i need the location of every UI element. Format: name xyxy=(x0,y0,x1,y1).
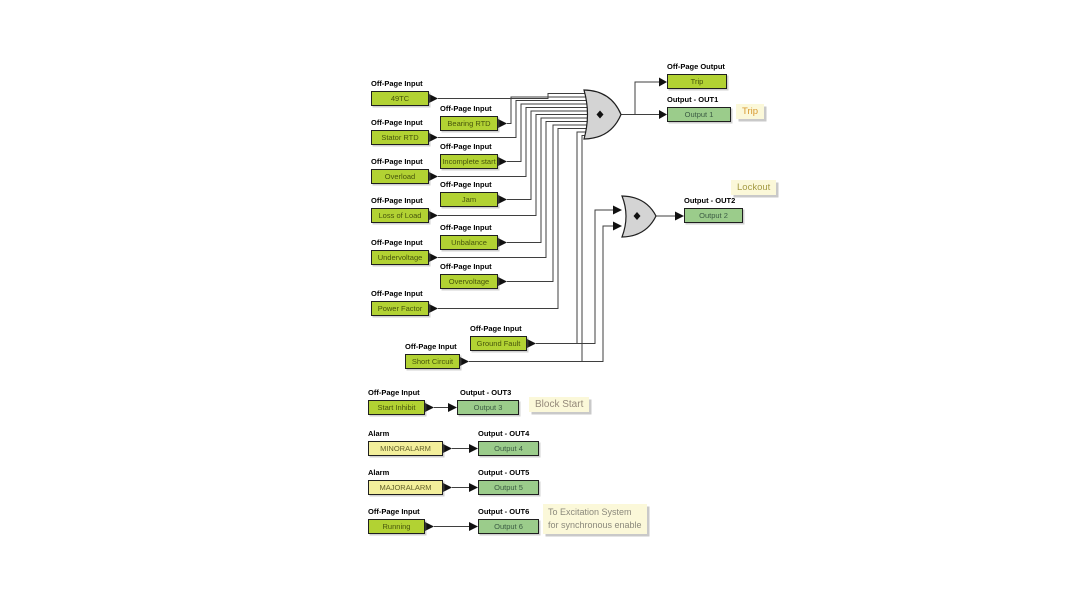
offpage-input-overload-label: Off-Page Input xyxy=(371,157,423,166)
note-excitation-line2: for synchronous enable xyxy=(548,520,642,530)
alarm-majoralarm: Alarm MAJORALARM xyxy=(368,468,443,495)
or-gate-lockout-dot xyxy=(633,212,641,220)
output-out4-block[interactable]: Output 4 xyxy=(478,441,539,456)
offpage-input-jam-label: Off-Page Input xyxy=(440,180,492,189)
offpage-input-bearing-rtd-label: Off-Page Input xyxy=(440,104,492,113)
offpage-input-loss-of-load-label: Off-Page Input xyxy=(371,196,423,205)
offpage-input-start-inhibit-block[interactable]: Start Inhibit xyxy=(368,400,425,415)
offpage-input-running-label: Off-Page Input xyxy=(368,507,420,516)
or-gate-trip-dot xyxy=(596,110,604,119)
wires-direct-rows xyxy=(434,407,469,527)
offpage-input-overload: Off-Page Input Overload xyxy=(371,157,429,184)
output-out2: Output - OUT2 Output 2 xyxy=(684,196,743,223)
offpage-output-trip-label: Off-Page Output xyxy=(667,62,725,71)
output-out1-block[interactable]: Output 1 xyxy=(667,107,731,122)
note-block-start[interactable]: Block Start xyxy=(529,397,590,412)
wire-shortcircuit-to-lockout xyxy=(582,225,613,362)
output-out5-label: Output - OUT5 xyxy=(478,468,530,477)
offpage-output-trip: Off-Page Output Trip xyxy=(667,62,727,89)
offpage-input-undervoltage-block[interactable]: Undervoltage xyxy=(371,250,429,265)
offpage-input-incomplete-start-label: Off-Page Input xyxy=(440,142,492,151)
offpage-input-ground-fault-block[interactable]: Ground Fault xyxy=(470,336,527,351)
offpage-input-short-circuit-block[interactable]: Short Circuit xyxy=(405,354,460,369)
wire-trip-gate-output xyxy=(620,81,659,115)
offpage-input-ground-fault-label: Off-Page Input xyxy=(470,324,522,333)
offpage-input-power-factor-label: Off-Page Input xyxy=(371,289,423,298)
offpage-input-bearing-rtd-block[interactable]: Bearing RTD xyxy=(440,116,498,131)
offpage-input-running: Off-Page Input Running xyxy=(368,507,425,534)
output-out3-label: Output - OUT3 xyxy=(460,388,512,397)
offpage-input-running-block[interactable]: Running xyxy=(368,519,425,534)
offpage-input-stator-rtd-label: Off-Page Input xyxy=(371,118,423,127)
output-out6-block[interactable]: Output 6 xyxy=(478,519,539,534)
output-out5-block[interactable]: Output 5 xyxy=(478,480,539,495)
wire-groundfault-to-lockout xyxy=(577,209,613,344)
offpage-input-unbalance-block[interactable]: Unbalance xyxy=(440,235,498,250)
offpage-input-start-inhibit-label: Off-Page Input xyxy=(368,388,420,397)
offpage-input-incomplete-start: Off-Page Input Incomplete start xyxy=(440,142,498,169)
offpage-input-stator-rtd: Off-Page Input Stator RTD xyxy=(371,118,429,145)
offpage-input-incomplete-start-block[interactable]: Incomplete start xyxy=(440,154,498,169)
offpage-input-49tc: Off-Page Input 49TC xyxy=(371,79,429,106)
offpage-input-jam: Off-Page Input Jam xyxy=(440,180,498,207)
wires-trip-gate-inputs xyxy=(438,93,589,362)
offpage-input-short-circuit-label: Off-Page Input xyxy=(405,342,457,351)
offpage-input-power-factor: Off-Page Input Power Factor xyxy=(371,289,429,316)
offpage-input-unbalance: Off-Page Input Unbalance xyxy=(440,223,498,250)
offpage-input-overvoltage-block[interactable]: Overvoltage xyxy=(440,274,498,289)
offpage-output-trip-block[interactable]: Trip xyxy=(667,74,727,89)
offpage-input-short-circuit: Off-Page Input Short Circuit xyxy=(405,342,460,369)
alarm-minoralarm-label: Alarm xyxy=(368,429,390,438)
output-out6-label: Output - OUT6 xyxy=(478,507,530,516)
output-out2-block[interactable]: Output 2 xyxy=(684,208,743,223)
offpage-input-loss-of-load: Off-Page Input Loss of Load xyxy=(371,196,429,223)
output-out3: Output - OUT3 Output 3 xyxy=(457,388,519,415)
output-out6: Output - OUT6 Output 6 xyxy=(478,507,539,534)
output-out1: Output - OUT1 Output 1 xyxy=(667,95,731,122)
offpage-input-49tc-block[interactable]: 49TC xyxy=(371,91,429,106)
alarm-minoralarm-block[interactable]: MINORALARM xyxy=(368,441,443,456)
output-out3-block[interactable]: Output 3 xyxy=(457,400,519,415)
note-trip[interactable]: Trip xyxy=(736,104,765,119)
offpage-input-start-inhibit: Off-Page Input Start Inhibit xyxy=(368,388,425,415)
offpage-input-unbalance-label: Off-Page Input xyxy=(440,223,492,232)
output-out4-label: Output - OUT4 xyxy=(478,429,530,438)
offpage-input-power-factor-block[interactable]: Power Factor xyxy=(371,301,429,316)
alarm-minoralarm: Alarm MINORALARM xyxy=(368,429,443,456)
offpage-input-loss-of-load-block[interactable]: Loss of Load xyxy=(371,208,429,223)
offpage-input-overvoltage: Off-Page Input Overvoltage xyxy=(440,262,498,289)
offpage-input-bearing-rtd: Off-Page Input Bearing RTD xyxy=(440,104,498,131)
alarm-majoralarm-label: Alarm xyxy=(368,468,390,477)
note-excitation[interactable]: To Excitation System for synchronous ena… xyxy=(543,504,647,534)
offpage-input-overvoltage-label: Off-Page Input xyxy=(440,262,492,271)
output-out4: Output - OUT4 Output 4 xyxy=(478,429,539,456)
offpage-input-jam-block[interactable]: Jam xyxy=(440,192,498,207)
offpage-input-49tc-label: Off-Page Input xyxy=(371,79,423,88)
offpage-input-ground-fault: Off-Page Input Ground Fault xyxy=(470,324,527,351)
alarm-majoralarm-block[interactable]: MAJORALARM xyxy=(368,480,443,495)
offpage-input-overload-block[interactable]: Overload xyxy=(371,169,429,184)
note-excitation-line1: To Excitation System xyxy=(548,507,632,517)
output-out2-label: Output - OUT2 xyxy=(684,196,736,205)
offpage-input-stator-rtd-block[interactable]: Stator RTD xyxy=(371,130,429,145)
output-out1-label: Output - OUT1 xyxy=(667,95,719,104)
note-lockout[interactable]: Lockout xyxy=(731,180,777,195)
offpage-input-undervoltage: Off-Page Input Undervoltage xyxy=(371,238,429,265)
output-out5: Output - OUT5 Output 5 xyxy=(478,468,539,495)
offpage-input-undervoltage-label: Off-Page Input xyxy=(371,238,423,247)
